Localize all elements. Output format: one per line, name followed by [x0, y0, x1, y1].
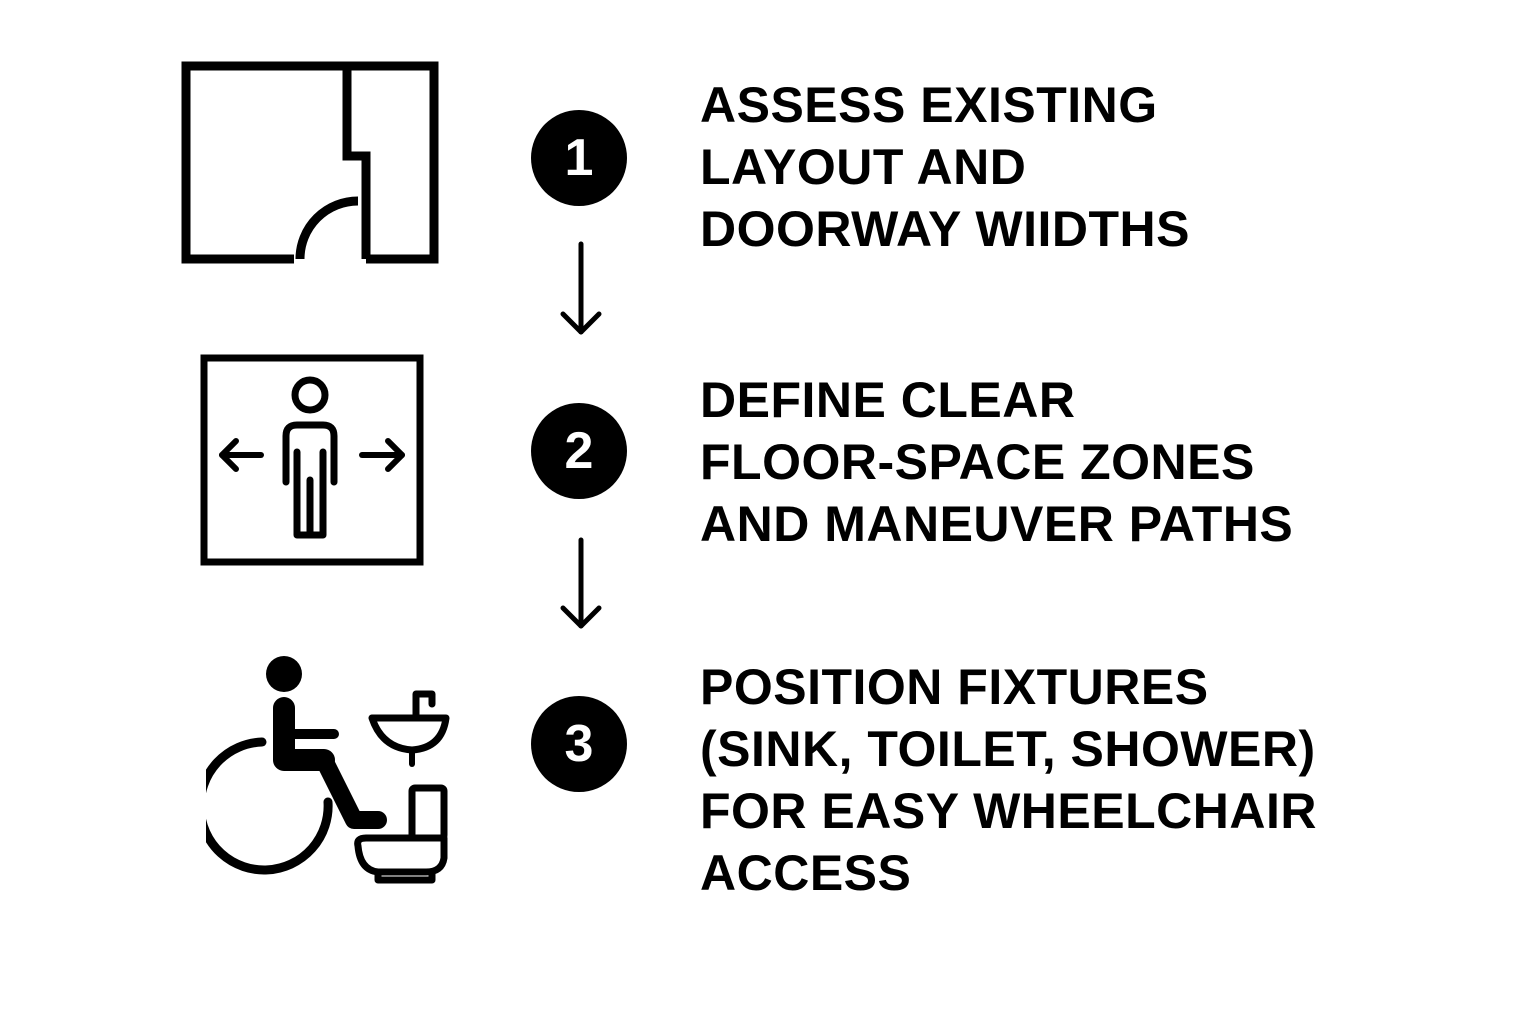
step-2-description: DEFINE CLEAR FLOOR-SPACE ZONES AND MANEU… — [700, 369, 1293, 555]
step-1-description: ASSESS EXISTING LAYOUT AND DOORWAY WIIDT… — [700, 74, 1190, 260]
step-text-line: DOORWAY WIIDTHS — [700, 201, 1190, 257]
down-arrow-icon — [560, 537, 602, 629]
step-number-badge: 3 — [531, 696, 627, 792]
step-text-line: ACCESS — [700, 845, 912, 901]
clear-floor-space-icon — [200, 354, 424, 566]
step-3-description: POSITION FIXTURES (SINK, TOILET, SHOWER)… — [700, 656, 1317, 904]
wheelchair-fixtures-icon — [206, 656, 450, 884]
step-number-badge: 1 — [531, 110, 627, 206]
step-number-badge: 2 — [531, 403, 627, 499]
step-text-line: FLOOR-SPACE ZONES — [700, 434, 1255, 490]
floor-plan-icon — [181, 61, 439, 264]
step-text-line: FOR EASY WHEELCHAIR — [700, 783, 1317, 839]
step-text-line: DEFINE CLEAR — [700, 372, 1076, 428]
step-text-line: (SINK, TOILET, SHOWER) — [700, 721, 1316, 777]
step-text-line: ASSESS EXISTING — [700, 77, 1158, 133]
step-text-line: LAYOUT AND — [700, 139, 1027, 195]
step-text-line: POSITION FIXTURES — [700, 659, 1209, 715]
down-arrow-icon — [560, 241, 602, 335]
step-text-line: AND MANEUVER PATHS — [700, 496, 1294, 552]
